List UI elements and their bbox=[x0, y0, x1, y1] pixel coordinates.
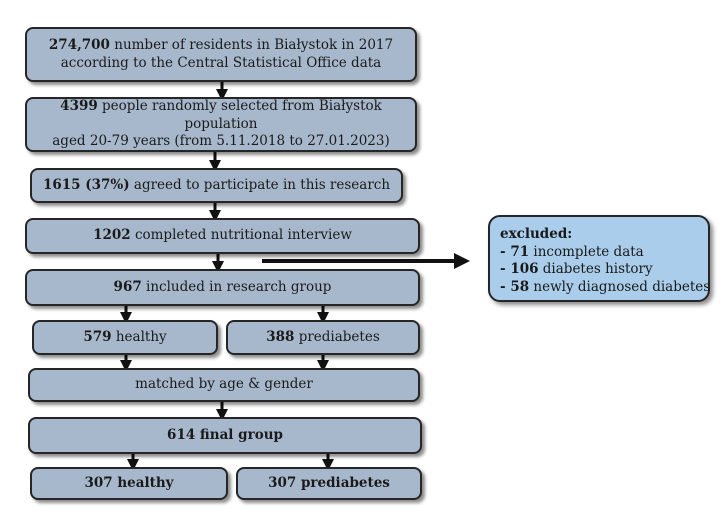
matched-text: matched by age & gender bbox=[135, 376, 313, 393]
selected-count: 4399 bbox=[60, 98, 98, 115]
final-prediabetes-text: prediabetes bbox=[296, 474, 390, 491]
included-text: included in research group bbox=[141, 278, 332, 295]
final-healthy-text: healthy bbox=[112, 474, 174, 491]
residents-count: 274,700 bbox=[48, 36, 110, 53]
matched-box: matched by age & gender bbox=[28, 368, 420, 402]
healthy-count: 579 bbox=[83, 328, 112, 345]
residents-text-1: number of residents in Białystok in 2017 bbox=[109, 36, 394, 53]
selected-text-2: aged 20-79 years (from 5.11.2018 to 27.0… bbox=[52, 133, 390, 150]
excluded-item: - 71 incomplete data bbox=[500, 243, 644, 260]
final-healthy-box: 307 healthy bbox=[30, 467, 228, 500]
agreed-box: 1615 (37%) agreed to participate in this… bbox=[30, 168, 403, 203]
prediabetes-text: prediabetes bbox=[294, 328, 380, 345]
final-count: 614 bbox=[167, 426, 196, 443]
prediabetes-count: 388 bbox=[266, 328, 295, 345]
interview-box: 1202 completed nutritional interview bbox=[25, 218, 420, 254]
final-prediabetes-count: 307 bbox=[268, 474, 297, 491]
included-count: 967 bbox=[113, 278, 142, 295]
excluded-item: - 58 newly diagnosed diabetes bbox=[500, 278, 711, 295]
interview-count: 1202 bbox=[93, 227, 131, 244]
included-box: 967 included in research group bbox=[25, 269, 420, 306]
excluded-box: excluded: - 71 incomplete data - 106 dia… bbox=[488, 215, 710, 302]
agreed-text: agreed to participate in this research bbox=[129, 176, 391, 193]
residents-box: 274,700 number of residents in Białystok… bbox=[25, 27, 417, 82]
excluded-item: - 106 diabetes history bbox=[500, 261, 653, 278]
selected-box: 4399 people randomly selected from Biały… bbox=[25, 97, 417, 152]
interview-text: completed nutritional interview bbox=[130, 227, 352, 244]
healthy-text: healthy bbox=[111, 328, 167, 345]
selected-text-1: people randomly selected from Białystok … bbox=[97, 98, 382, 132]
final-box: 614 final group bbox=[28, 417, 422, 454]
final-text: final group bbox=[195, 426, 283, 443]
residents-text-2: according to the Central Statistical Off… bbox=[60, 54, 382, 71]
healthy-box: 579 healthy bbox=[32, 320, 218, 355]
excluded-title: excluded: bbox=[500, 226, 573, 242]
final-healthy-count: 307 bbox=[84, 474, 113, 491]
agreed-count: 1615 (37%) bbox=[42, 176, 130, 193]
final-prediabetes-box: 307 prediabetes bbox=[236, 467, 422, 500]
prediabetes-box: 388 prediabetes bbox=[226, 320, 420, 355]
